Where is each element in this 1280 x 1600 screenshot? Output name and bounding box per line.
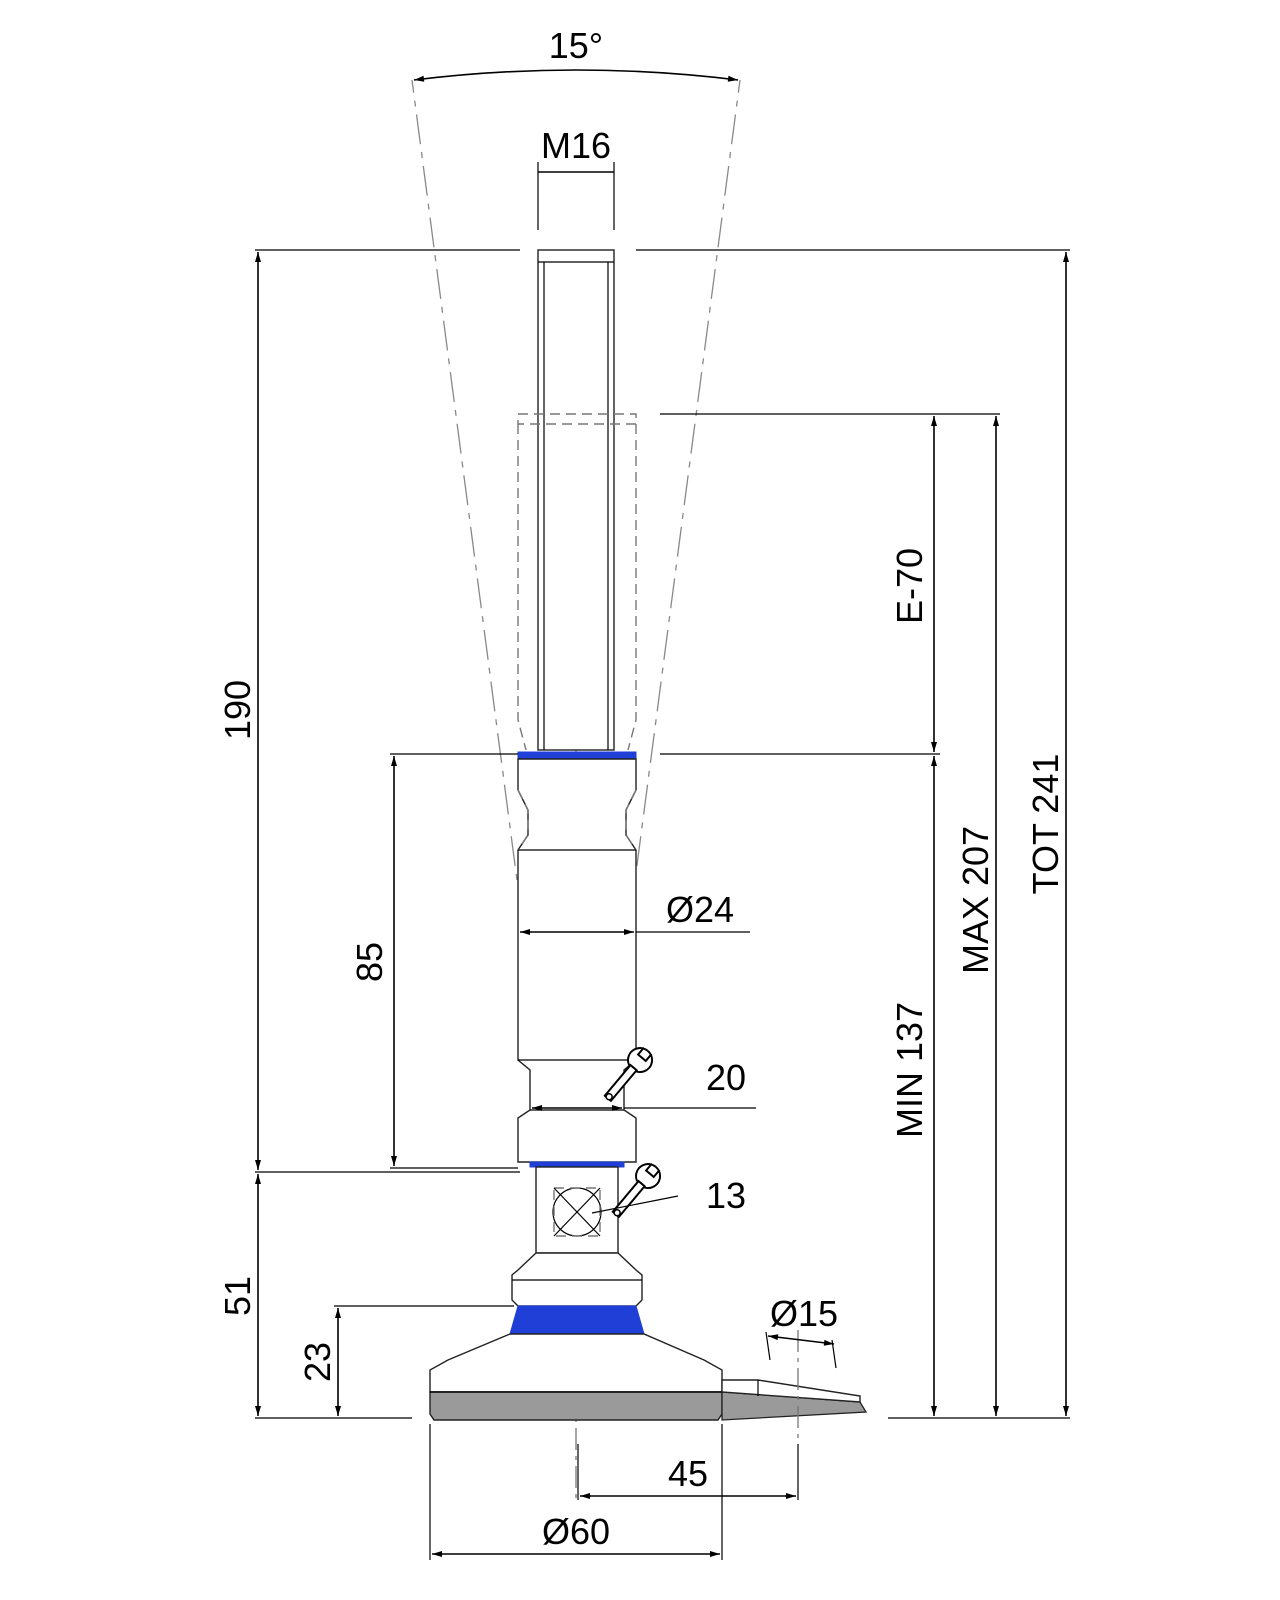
- dim-right-extensions: [636, 249, 1070, 1419]
- dim-dia24-label: Ø24: [666, 889, 734, 930]
- dim-dia15-label: Ø15: [770, 1293, 838, 1334]
- dim-dia15: [765, 1331, 837, 1369]
- dim-dia60-label: Ø60: [542, 1511, 610, 1552]
- nut-body: [517, 758, 637, 1163]
- dim-min-label: MIN 137: [889, 1002, 930, 1138]
- dim-85-label: 85: [349, 942, 390, 982]
- dim-85: [390, 753, 518, 1169]
- wrench-20-label: 20: [706, 1057, 746, 1098]
- wrench-icon: [611, 1162, 662, 1219]
- dim-45-label: 45: [668, 1453, 708, 1494]
- base-blue-band: [509, 1305, 645, 1335]
- dim-190: [255, 249, 520, 1173]
- dim-tot-label: TOT 241: [1025, 754, 1066, 895]
- dim-e70-label: E-70: [889, 548, 930, 624]
- dim-max-label: MAX 207: [955, 826, 996, 974]
- dim-51: [255, 1174, 412, 1419]
- dim-23: [334, 1305, 514, 1416]
- lower-blue-ring: [529, 1161, 625, 1168]
- swivel-housing: [511, 1252, 643, 1307]
- dim-dia60: [429, 1424, 723, 1560]
- fixing-tab: [721, 1330, 868, 1440]
- wrench-icon: [603, 1046, 654, 1103]
- upper-blue-ring: [517, 751, 637, 760]
- extended-position-outline: [517, 413, 637, 751]
- wrench-13-label: 13: [706, 1175, 746, 1216]
- base-foot: [429, 1333, 723, 1421]
- angle-label: 15°: [549, 25, 603, 66]
- dim-23-label: 23: [297, 1342, 338, 1382]
- threaded-stem: [537, 249, 615, 751]
- leader-13: [591, 1195, 679, 1214]
- dim-45: [577, 1444, 799, 1500]
- dim-190-label: 190: [217, 680, 258, 740]
- dim-51-label: 51: [217, 1276, 258, 1316]
- thread-label: M16: [541, 125, 611, 166]
- dim-thread: [537, 162, 615, 230]
